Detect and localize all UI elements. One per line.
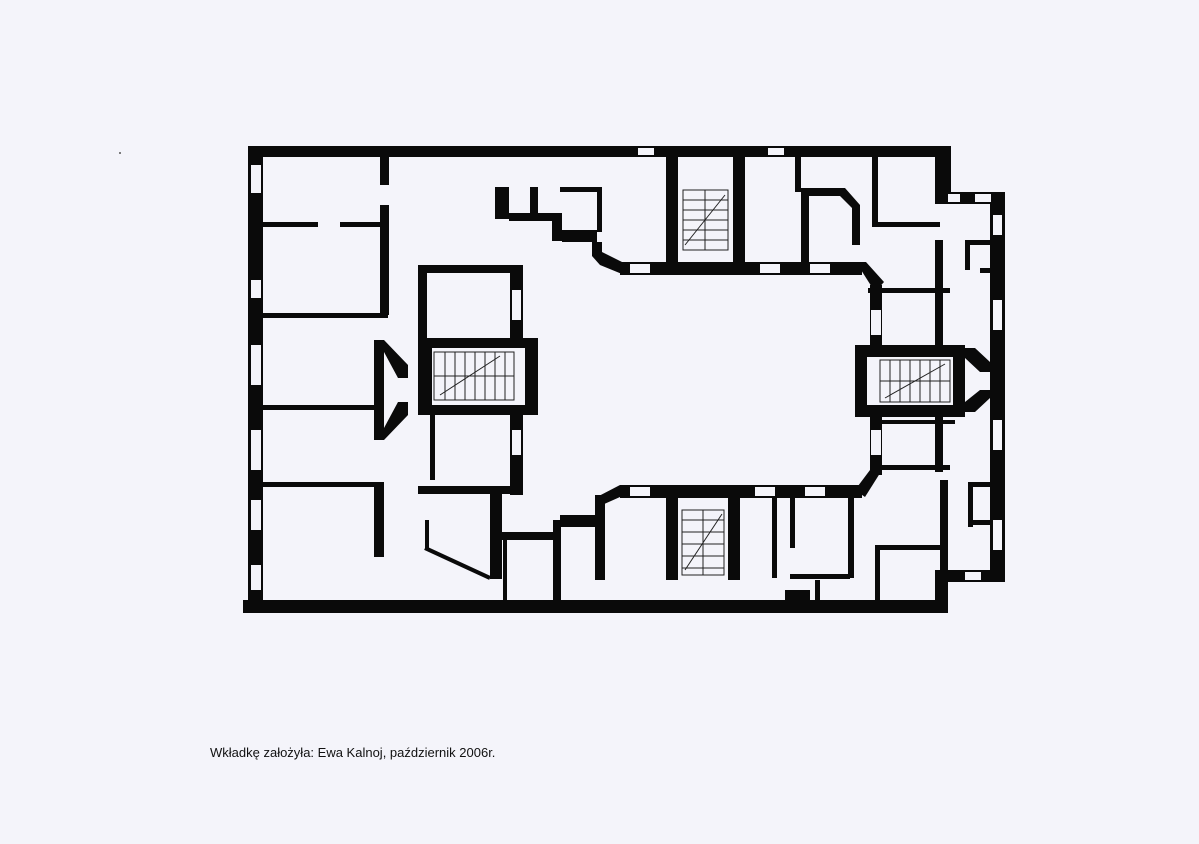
left-rooms: [263, 157, 408, 557]
courtyard-walls: [495, 187, 884, 527]
upper-middle-rooms: [530, 157, 950, 293]
left-stair-block: [418, 265, 538, 495]
upper-stair: [680, 185, 733, 255]
lower-left-rooms: [424, 494, 561, 600]
right-wing-rooms: [940, 240, 995, 570]
author-caption: Wkładkę założyła: Ewa Kalnoj, październi…: [210, 745, 496, 760]
lower-middle-rooms: [595, 490, 940, 600]
right-stair-block: [855, 290, 965, 472]
speck: [119, 152, 121, 154]
windows: [251, 148, 1002, 590]
